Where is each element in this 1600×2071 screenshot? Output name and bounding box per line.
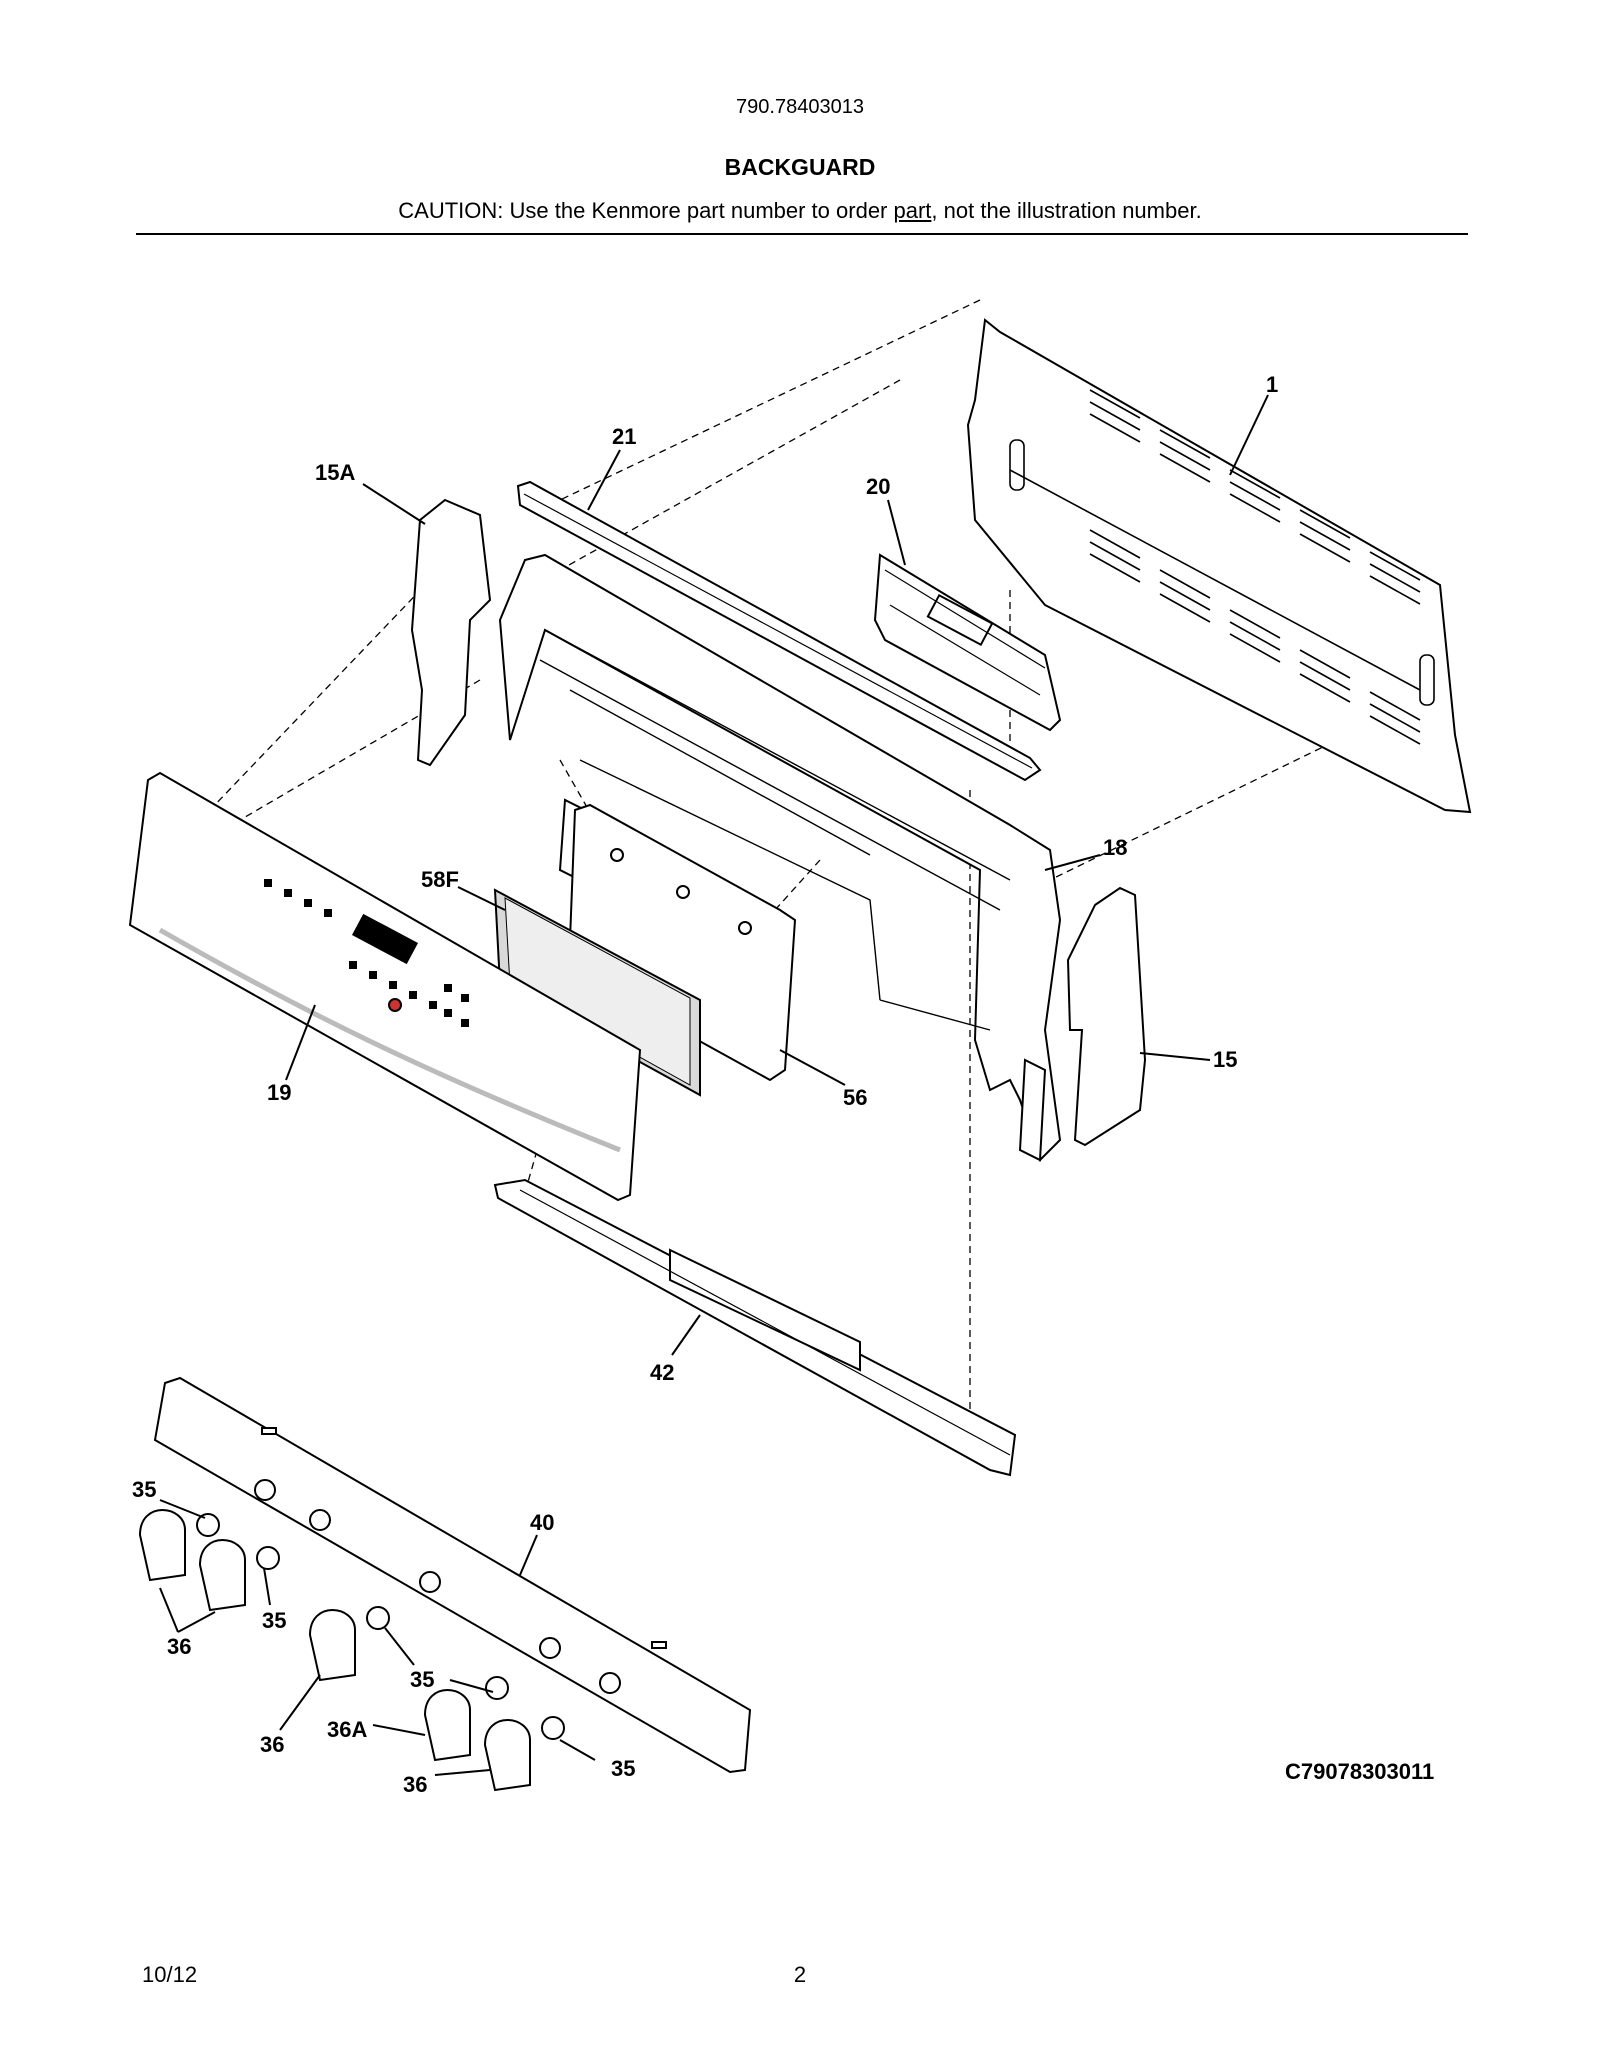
washer-parts: [196, 1513, 565, 1740]
knob-3: [308, 1609, 356, 1682]
knob-1: [138, 1509, 186, 1582]
washer-1: [196, 1513, 220, 1537]
callout-36-a: 36: [167, 1634, 191, 1659]
callout-35-a: 35: [132, 1477, 156, 1502]
washer-5: [541, 1716, 565, 1740]
callout-58F: 58F: [421, 867, 459, 892]
callout-19: 19: [267, 1080, 291, 1105]
page-title: BACKGUARD: [724, 154, 876, 180]
model-number: 790.78403013: [736, 96, 864, 118]
left-end-cap-part: [410, 498, 492, 767]
knob-4: [423, 1689, 471, 1762]
knob-parts: [138, 1509, 531, 1792]
knob-2: [198, 1539, 246, 1612]
callout-36A: 36A: [327, 1717, 367, 1742]
leader-lines: [159, 394, 1269, 1776]
caution-text-end: , not the illustration number.: [931, 198, 1202, 223]
control-panel-glass-part: [128, 771, 642, 1202]
callout-35-b: 35: [262, 1608, 286, 1633]
drawing-code: C79078303011: [1285, 1759, 1434, 1784]
callout-18: 18: [1103, 835, 1127, 860]
callout-56: 56: [843, 1085, 867, 1110]
right-end-cap-part: [1066, 886, 1147, 1147]
knob-5: [483, 1719, 531, 1792]
control-board-part: [873, 553, 1062, 732]
washer-3: [366, 1606, 390, 1630]
callout-40: 40: [530, 1510, 554, 1535]
header-rule: [136, 233, 1468, 235]
alignment-guides: [209, 299, 1441, 1440]
knob-panel-part: [153, 1376, 752, 1774]
callout-35-d: 35: [611, 1756, 635, 1781]
revision-date: 10/12: [142, 1962, 198, 1987]
callout-15A: 15A: [315, 460, 355, 485]
caution-text: CAUTION: Use the Kenmore part number to …: [398, 198, 894, 223]
callout-35-c: 35: [410, 1667, 434, 1692]
caution-underlined-word: part: [893, 198, 932, 223]
callout-36-c: 36: [403, 1772, 427, 1797]
overlay-lens-part: [493, 888, 701, 1097]
callout-36-b: 36: [260, 1732, 284, 1757]
lower-trim-part: [493, 1178, 1017, 1477]
callout-labels: 1 21 15A 20 18 58F 19 56 15 42 35 40 35 …: [132, 372, 1434, 1797]
callout-21: 21: [612, 424, 636, 449]
washer-4: [485, 1676, 509, 1700]
callout-42: 42: [650, 1360, 674, 1385]
callout-1: 1: [1266, 372, 1278, 397]
callout-15: 15: [1213, 1047, 1237, 1072]
rear-panel-part: [966, 318, 1472, 814]
page-number: 2: [793, 1962, 807, 1987]
caution-note: CAUTION: Use the Kenmore part number to …: [0, 198, 1600, 224]
top-trim-part: [516, 480, 1042, 782]
callout-20: 20: [866, 474, 890, 499]
washer-2: [256, 1546, 280, 1570]
